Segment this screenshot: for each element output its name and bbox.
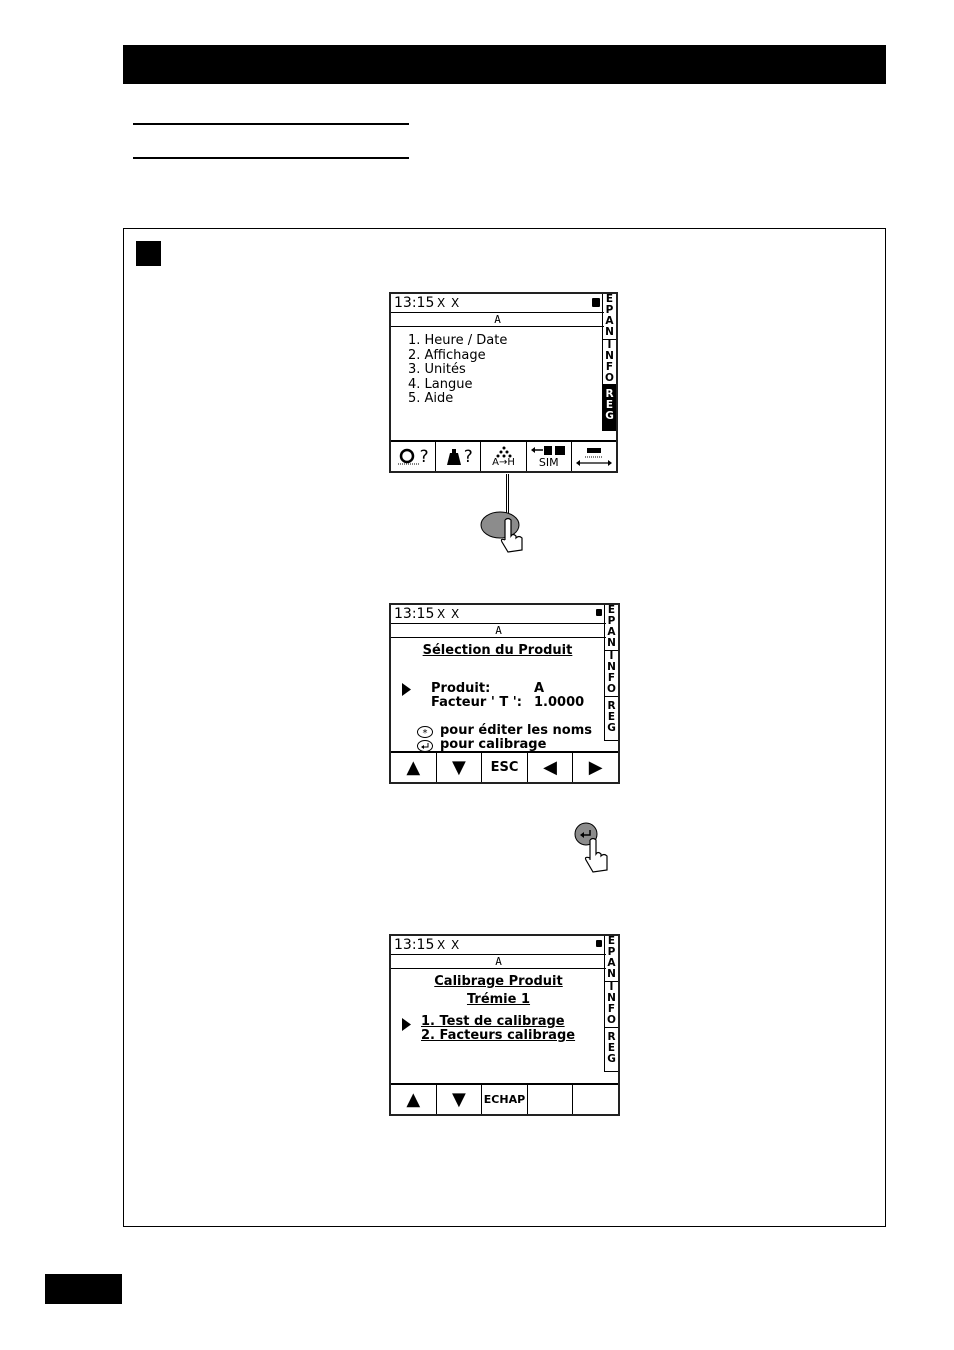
softkey-down[interactable]: ▼: [437, 1085, 483, 1114]
screen-status-bar: 13:15 X X: [391, 936, 606, 955]
status-marks: X X: [437, 607, 461, 621]
product-indicator: A: [391, 313, 604, 327]
softkey-sim[interactable]: SIM: [527, 442, 572, 471]
softkey-rate-help[interactable]: ?: [391, 442, 437, 471]
softkey-up[interactable]: ▲: [391, 1085, 437, 1114]
field-label-product: Produit:: [431, 681, 491, 696]
status-marks: X X: [437, 296, 461, 310]
softkey-bar: ? ? A→H SIM: [391, 440, 616, 471]
softkey-bar: ▲ ▼ ECHAP: [391, 1083, 618, 1114]
field-value-product[interactable]: A: [534, 681, 545, 696]
screen-subtitle: Trémie 1: [466, 992, 531, 1007]
status-marks: X X: [437, 938, 461, 952]
hint-calibration: pour calibrage: [440, 737, 547, 752]
svg-text:*: *: [423, 728, 428, 738]
field-value-factor[interactable]: 1.0000: [534, 695, 585, 710]
header-bar: [123, 45, 886, 84]
clock-time: 13:15: [394, 937, 435, 953]
weight-icon: [446, 448, 461, 465]
finger-press-icon: [480, 511, 523, 553]
simulation-icon: [530, 446, 565, 455]
softkey-empty-2[interactable]: [573, 1085, 618, 1114]
product-indicator: A: [391, 955, 606, 969]
enter-press-icon: [574, 822, 608, 873]
softkey-width[interactable]: [572, 442, 616, 471]
softkey-left[interactable]: ◀: [528, 753, 574, 782]
step-marker: [136, 241, 161, 266]
softkey-down[interactable]: ▼: [437, 753, 483, 782]
softkey-echap[interactable]: ECHAP: [482, 1085, 528, 1114]
screen-status-bar: 13:15 X X: [391, 605, 606, 624]
softkey-right[interactable]: ▶: [588, 757, 603, 778]
figure-frame: [123, 228, 886, 1227]
menu-item-calibration-factors[interactable]: 2. Facteurs calibrage: [421, 1028, 576, 1043]
asterisk-key-icon: *: [417, 726, 433, 738]
screen-status-bar: 13:15 X X: [391, 294, 604, 313]
softkey-a-to-h[interactable]: A→H: [481, 442, 527, 471]
screen-title: Sélection du Produit: [422, 643, 573, 658]
softkey-weight-help[interactable]: ?: [436, 442, 482, 471]
field-label-factor: Facteur ' T ':: [431, 695, 522, 710]
button-connector-line: [506, 474, 509, 514]
menu-item-calibration-test[interactable]: 1. Test de calibrage: [421, 1014, 565, 1029]
container-icon: [596, 609, 602, 616]
disc-icon: [397, 448, 420, 464]
container-icon: [592, 298, 600, 307]
softkey-bar: ▲ ▼ ESC ◀ ▶: [391, 751, 618, 782]
selection-cursor-icon: [402, 1018, 411, 1031]
softkey-up[interactable]: ▲: [391, 753, 437, 782]
menu-item[interactable]: 1. Heure / Date: [408, 333, 508, 348]
granules-icon: [496, 446, 511, 457]
menu-item[interactable]: 5. Aide: [408, 391, 454, 406]
container-icon: [596, 940, 602, 947]
menu-item[interactable]: 2. Affichage: [408, 348, 486, 363]
menu-item[interactable]: 4. Langue: [408, 377, 473, 392]
spread-width-icon: [575, 447, 612, 466]
clock-time: 13:15: [394, 606, 435, 622]
softkey-empty-1[interactable]: [528, 1085, 574, 1114]
softkey-esc[interactable]: ESC: [482, 753, 528, 782]
page-number-tab: [45, 1274, 122, 1304]
menu-item[interactable]: 3. Unités: [408, 362, 466, 377]
title-rule-1: [133, 123, 409, 125]
clock-time: 13:15: [394, 295, 435, 311]
title-rule-2: [133, 157, 409, 159]
product-indicator: A: [391, 624, 606, 638]
selection-cursor-icon: [402, 683, 411, 696]
screen-title: Calibrage Produit: [434, 974, 563, 989]
hint-edit-names: pour éditer les noms: [440, 723, 592, 738]
